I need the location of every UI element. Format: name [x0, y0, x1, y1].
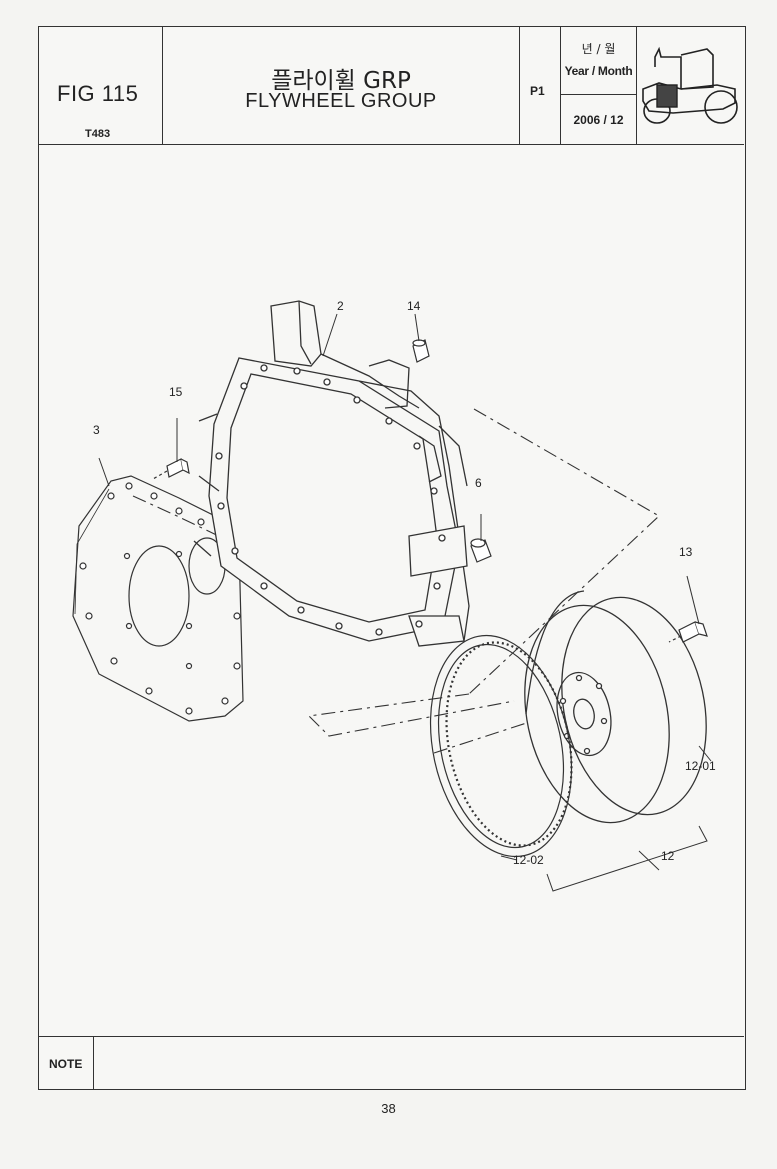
callout-12-02: 12-02	[513, 853, 544, 867]
callout-3: 3	[93, 423, 100, 437]
callout-6: 6	[475, 476, 482, 490]
divider	[561, 94, 636, 95]
page-number: 38	[381, 1101, 396, 1116]
tractor-icon-cell	[637, 27, 744, 144]
phantom-plane-upper	[468, 408, 660, 695]
mounting-plate	[72, 475, 244, 722]
parts-sheet: FIG 115 T483 플라이휠 GRP FLYWHEEL GROUP P1 …	[38, 26, 746, 1090]
page-code: P1	[530, 84, 545, 98]
callout-14: 14	[407, 299, 421, 313]
ring-gear	[429, 634, 573, 858]
tractor-icon	[642, 46, 738, 124]
phantom-plate	[132, 495, 230, 542]
bolt-15	[152, 458, 190, 480]
note-label-cell: NOTE	[39, 1037, 94, 1090]
bushing-6	[470, 538, 492, 563]
phantom-plane-lower	[307, 693, 515, 737]
revision-date: 2006 / 12	[573, 113, 624, 127]
year-month-label-korean: 년 / 월	[581, 42, 616, 56]
exploded-view-diagram: 2 14 15 3 6 13 12-01 12-02 12	[39, 146, 744, 1036]
bolt-13	[668, 621, 708, 643]
callout-13: 13	[679, 545, 693, 559]
page-code-cell: P1	[520, 27, 561, 144]
year-month-cell: 년 / 월 Year / Month 2006 / 12	[561, 27, 637, 144]
note-row: NOTE	[39, 1036, 744, 1090]
header-block: FIG 115 T483 플라이휠 GRP FLYWHEEL GROUP P1 …	[39, 27, 744, 145]
title-korean: 플라이휠 GRP	[271, 68, 411, 94]
flywheel	[524, 590, 707, 824]
flywheel-housing	[193, 300, 470, 647]
callout-15: 15	[169, 385, 183, 399]
title-english: FLYWHEEL GROUP	[245, 90, 437, 112]
callout-2: 2	[337, 299, 344, 313]
callout-12-01: 12-01	[685, 759, 716, 773]
figure-number: FIG 115	[57, 81, 139, 106]
year-month-label: Year / Month	[564, 64, 633, 78]
dowel-pin-14	[412, 339, 430, 363]
callout-12: 12	[661, 849, 675, 863]
note-label: NOTE	[49, 1057, 83, 1071]
figure-code: T483	[85, 128, 111, 140]
figure-cell: FIG 115 T483	[39, 27, 163, 144]
title-cell: 플라이휠 GRP FLYWHEEL GROUP	[163, 27, 520, 144]
